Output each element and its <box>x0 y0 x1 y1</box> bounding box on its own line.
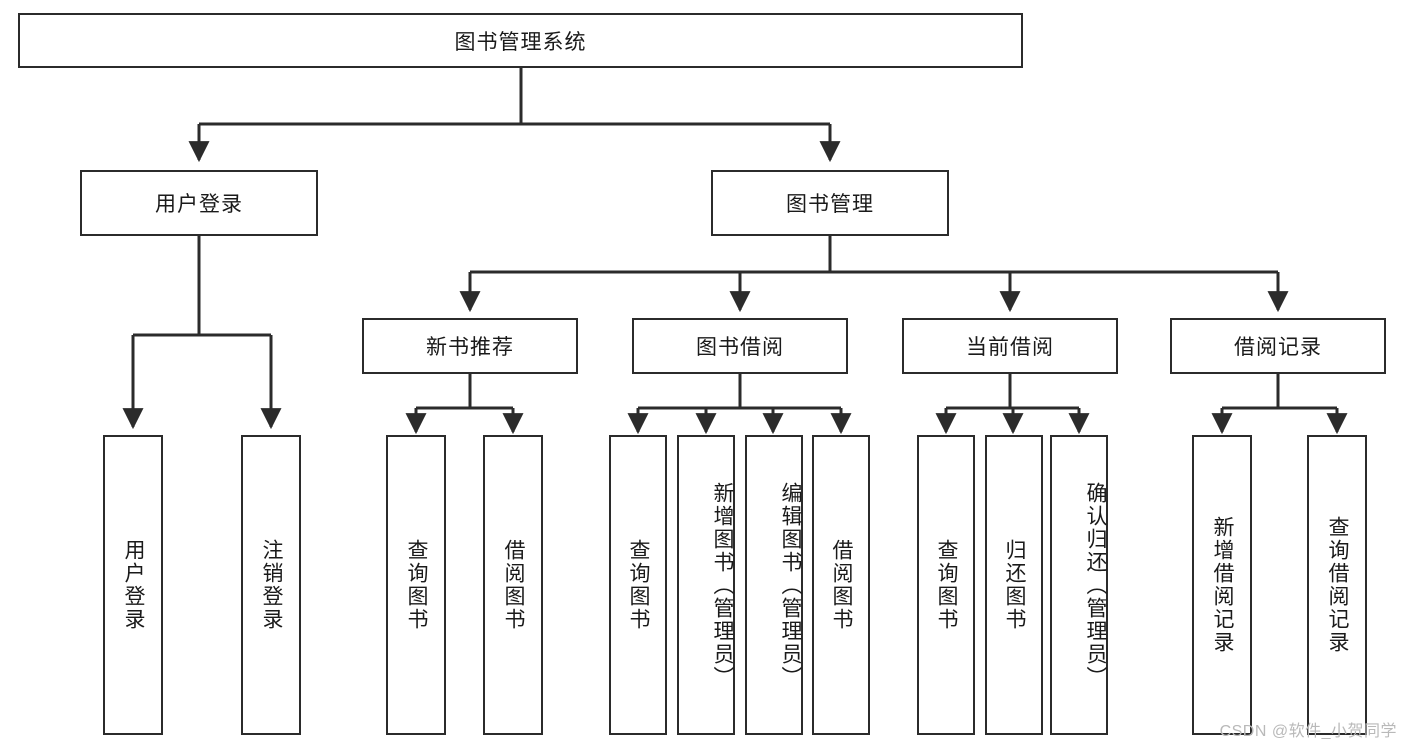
leaf-logout-label: 注销登录 <box>260 539 284 631</box>
leaf-query-book-2[interactable]: 查询图书 <box>609 435 667 735</box>
leaf-logout[interactable]: 注销登录 <box>241 435 301 735</box>
node-user-login[interactable]: 用户登录 <box>80 170 318 236</box>
leaf-query-record[interactable]: 查询借阅记录 <box>1307 435 1367 735</box>
leaf-edit-book[interactable]: 编辑图书（管理员） <box>745 435 803 735</box>
node-new-book-recommend-label: 新书推荐 <box>426 336 514 359</box>
leaf-borrow-book-2-label: 借阅图书 <box>830 539 854 631</box>
leaf-return-book[interactable]: 归还图书 <box>985 435 1043 735</box>
leaf-user-login-label: 用户登录 <box>122 539 146 631</box>
leaf-borrow-book-1-label: 借阅图书 <box>502 539 526 631</box>
leaf-add-book[interactable]: 新增图书（管理员） <box>677 435 735 735</box>
leaf-edit-book-label: 编辑图书（管理员） <box>779 481 802 689</box>
node-root[interactable]: 图书管理系统 <box>18 13 1023 68</box>
node-book-borrow-label: 图书借阅 <box>696 336 784 359</box>
leaf-add-record-label: 新增借阅记录 <box>1211 516 1235 654</box>
node-borrow-record[interactable]: 借阅记录 <box>1170 318 1386 374</box>
leaf-borrow-book-2[interactable]: 借阅图书 <box>812 435 870 735</box>
leaf-query-book-3[interactable]: 查询图书 <box>917 435 975 735</box>
leaf-confirm-return-label: 确认归还（管理员） <box>1084 481 1107 689</box>
node-book-manage-label: 图书管理 <box>786 193 874 216</box>
leaf-return-book-label: 归还图书 <box>1003 539 1027 631</box>
leaf-query-book-1-label: 查询图书 <box>405 539 429 631</box>
leaf-query-book-1[interactable]: 查询图书 <box>386 435 446 735</box>
node-new-book-recommend[interactable]: 新书推荐 <box>362 318 578 374</box>
node-root-label: 图书管理系统 <box>454 30 587 54</box>
watermark-text: CSDN @软件_小贺同学 <box>1219 723 1397 740</box>
leaf-add-book-label: 新增图书（管理员） <box>711 481 734 689</box>
leaf-query-book-2-label: 查询图书 <box>627 539 651 631</box>
node-current-borrow-label: 当前借阅 <box>966 336 1054 359</box>
leaf-query-record-label: 查询借阅记录 <box>1326 516 1350 654</box>
leaf-confirm-return[interactable]: 确认归还（管理员） <box>1050 435 1108 735</box>
node-current-borrow[interactable]: 当前借阅 <box>902 318 1118 374</box>
leaf-add-record[interactable]: 新增借阅记录 <box>1192 435 1252 735</box>
leaf-query-book-3-label: 查询图书 <box>935 539 959 631</box>
leaf-user-login[interactable]: 用户登录 <box>103 435 163 735</box>
node-book-borrow[interactable]: 图书借阅 <box>632 318 848 374</box>
node-user-login-label: 用户登录 <box>155 193 243 216</box>
node-borrow-record-label: 借阅记录 <box>1234 336 1322 359</box>
leaf-borrow-book-1[interactable]: 借阅图书 <box>483 435 543 735</box>
node-book-manage[interactable]: 图书管理 <box>711 170 949 236</box>
